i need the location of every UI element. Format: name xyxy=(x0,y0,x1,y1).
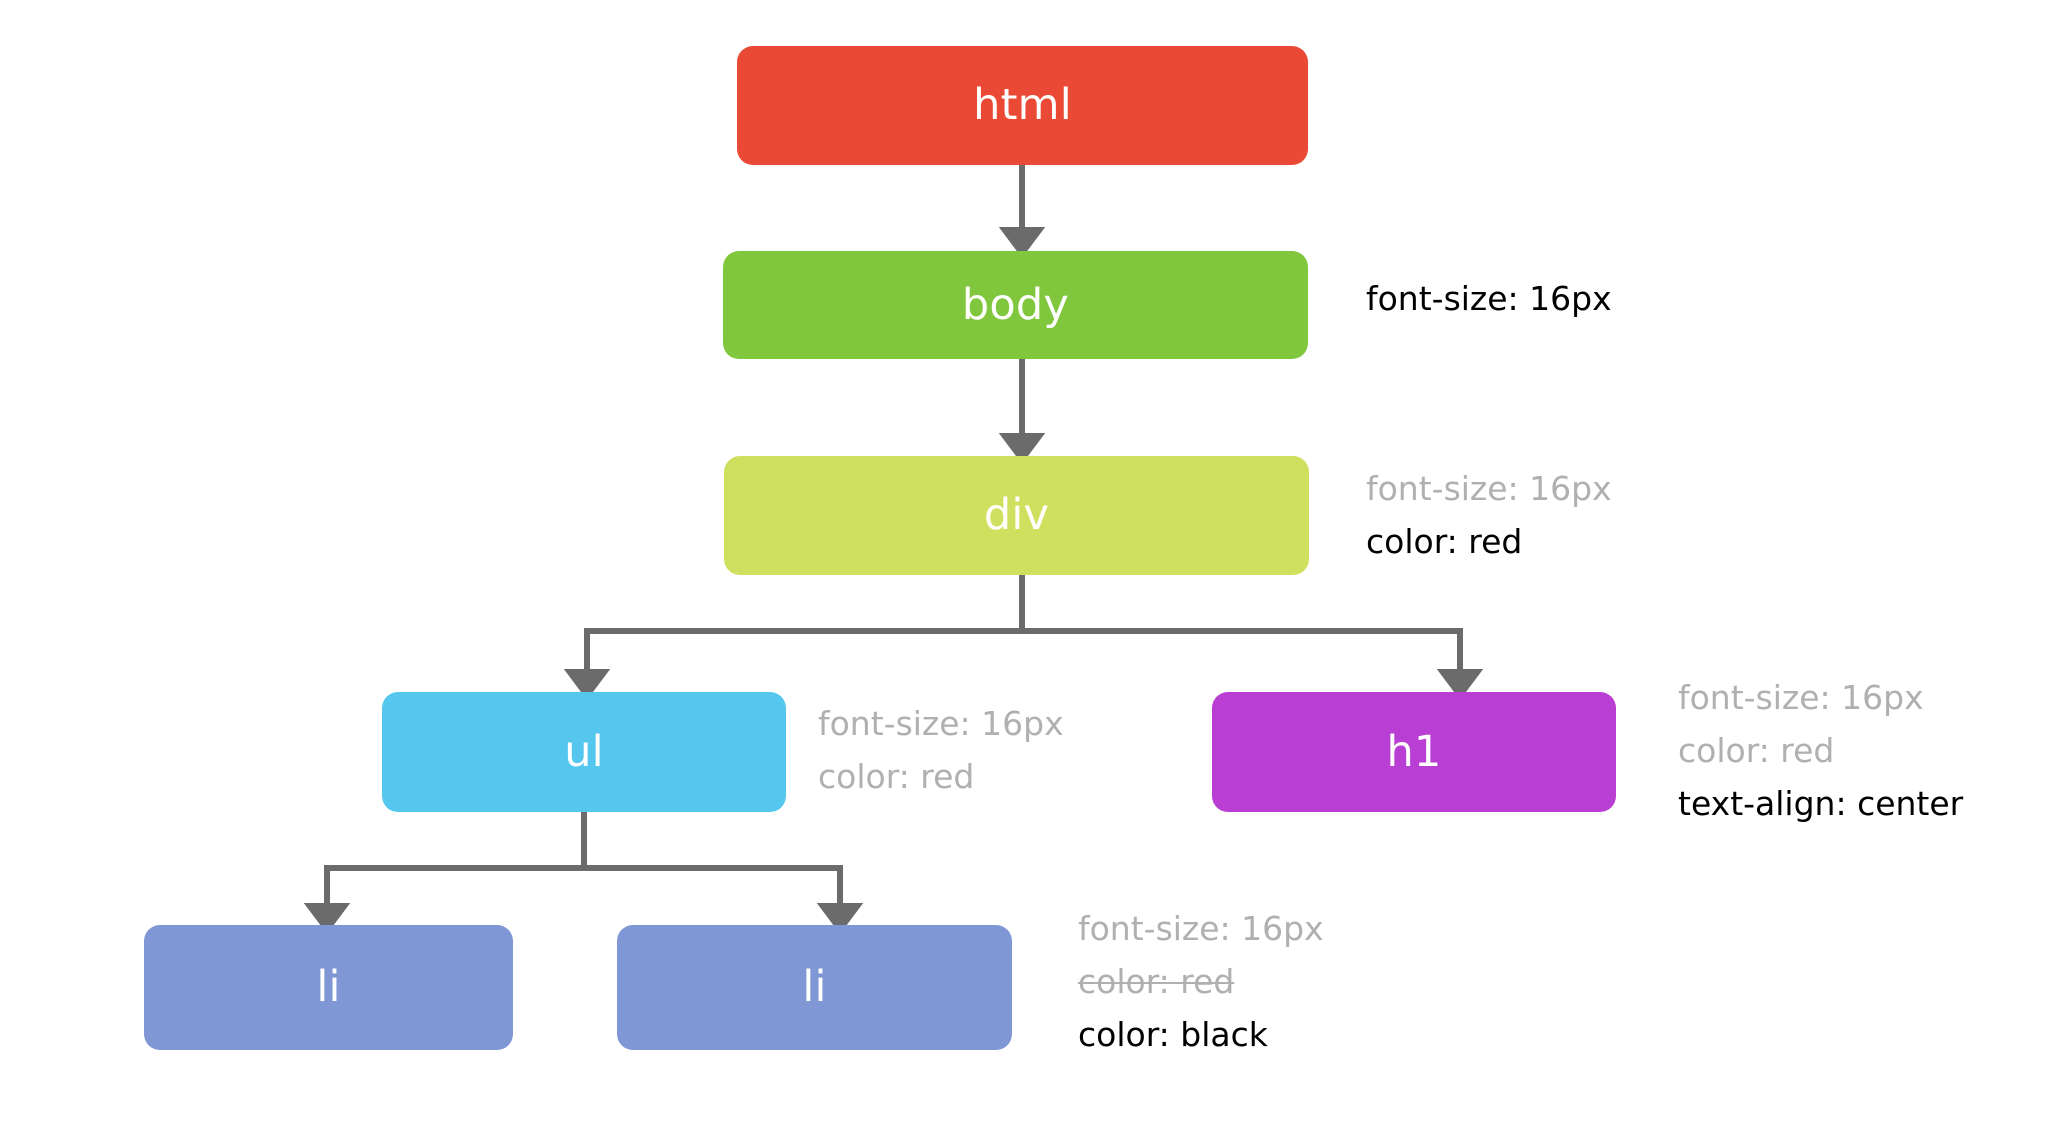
annotation-ul-line-1: font-size: 16px xyxy=(818,704,1064,743)
annotation-div-line-2: color: red xyxy=(1366,522,1523,561)
annotation-li-line-2: color: red xyxy=(1078,962,1235,1001)
node-ul-label: ul xyxy=(564,726,604,777)
edge-ul-to-children xyxy=(303,812,864,934)
node-body-label: body xyxy=(961,279,1070,330)
annotation-li-line-1: font-size: 16px xyxy=(1078,909,1324,948)
annotation-li: font-size: 16px color: red color: black xyxy=(1078,902,1324,1061)
annotation-h1-line-2: color: red xyxy=(1678,731,1835,770)
node-h1[interactable]: h1 xyxy=(1212,692,1616,812)
node-html-label: html xyxy=(973,80,1072,130)
node-li-first[interactable]: li xyxy=(144,925,513,1050)
annotation-body: font-size: 16px xyxy=(1366,272,1612,325)
annotation-ul: font-size: 16px color: red xyxy=(818,697,1064,803)
annotation-div-line-1: font-size: 16px xyxy=(1366,469,1612,508)
node-li-second-label: li xyxy=(802,962,827,1012)
node-ul[interactable]: ul xyxy=(382,692,786,812)
annotation-h1: font-size: 16px color: red text-align: c… xyxy=(1678,671,1963,830)
node-li-second[interactable]: li xyxy=(617,925,1012,1050)
node-html[interactable]: html xyxy=(737,46,1308,165)
annotation-h1-line-1: font-size: 16px xyxy=(1678,678,1924,717)
node-li-first-label: li xyxy=(316,962,341,1012)
node-div-label: div xyxy=(983,490,1050,540)
annotation-div: font-size: 16px color: red xyxy=(1366,462,1612,568)
annotation-ul-line-2: color: red xyxy=(818,757,975,796)
node-body[interactable]: body xyxy=(723,251,1308,359)
annotation-li-line-3: color: black xyxy=(1078,1015,1268,1054)
annotation-h1-line-3: text-align: center xyxy=(1678,784,1964,823)
edge-div-to-children xyxy=(563,575,1484,700)
annotation-body-line-1: font-size: 16px xyxy=(1366,279,1612,318)
node-h1-label: h1 xyxy=(1386,726,1442,777)
node-div[interactable]: div xyxy=(724,456,1309,575)
